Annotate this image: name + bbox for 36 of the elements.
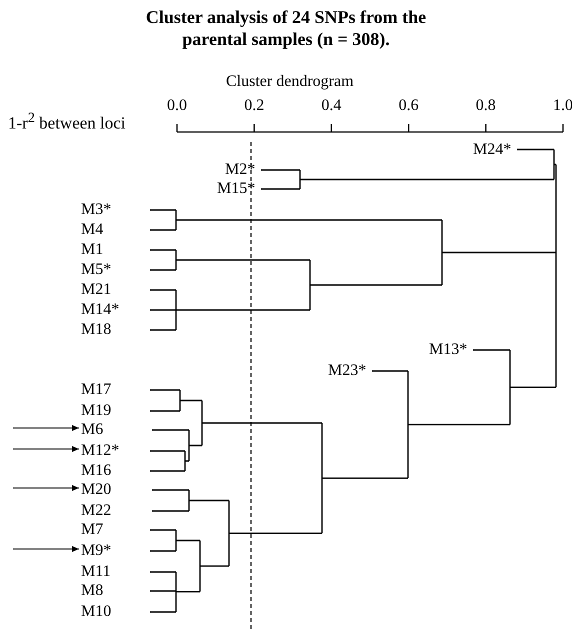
tick-label: 0.6 bbox=[398, 97, 419, 115]
leaf-label: M23* bbox=[328, 362, 366, 380]
leaf-label: M16 bbox=[81, 462, 112, 480]
leaf-label: M12* bbox=[81, 442, 120, 460]
leaf-label: M22 bbox=[81, 502, 112, 520]
arrow bbox=[12, 446, 80, 452]
leaf-label: M10 bbox=[81, 603, 112, 621]
title: Cluster analysis of 24 SNPs from the parental samples (n = 308). bbox=[144, 6, 428, 50]
arrow bbox=[12, 425, 80, 431]
leaf-label: M18 bbox=[81, 321, 112, 339]
leaf-label: M9* bbox=[81, 542, 112, 560]
tick-label: 0.4 bbox=[321, 97, 342, 115]
chart-title: Cluster dendrogram bbox=[226, 73, 354, 91]
leaf-label: M20 bbox=[81, 481, 112, 499]
tick-label: 0.0 bbox=[167, 97, 187, 115]
arrow bbox=[12, 546, 80, 552]
leaf-label: M8 bbox=[81, 582, 104, 600]
leaf-label: M15* bbox=[217, 180, 256, 198]
leaf-label: M21 bbox=[81, 281, 112, 299]
leaf-label: M3* bbox=[81, 201, 112, 219]
leaf-label: M5* bbox=[81, 261, 112, 279]
leaf-label: M14* bbox=[81, 301, 120, 319]
arrow bbox=[12, 485, 80, 491]
leaf-label: M17 bbox=[81, 381, 112, 399]
leaf-label: M24* bbox=[473, 140, 512, 158]
leaf-label: M13* bbox=[429, 341, 468, 359]
leaf-label: M1 bbox=[81, 241, 104, 259]
tick-label: 0.2 bbox=[244, 97, 264, 115]
leaf-label: M11 bbox=[81, 563, 111, 581]
tick-label: 0.8 bbox=[476, 97, 496, 115]
leaf-label: M19 bbox=[81, 402, 112, 420]
axis-title: 1-r$^{2}$ between loci bbox=[8, 109, 126, 133]
leaf-label: M4 bbox=[81, 221, 104, 239]
leaf-label: M7 bbox=[81, 521, 104, 539]
leaf-label: M6 bbox=[81, 421, 104, 439]
leaf-label: M2* bbox=[225, 161, 256, 179]
